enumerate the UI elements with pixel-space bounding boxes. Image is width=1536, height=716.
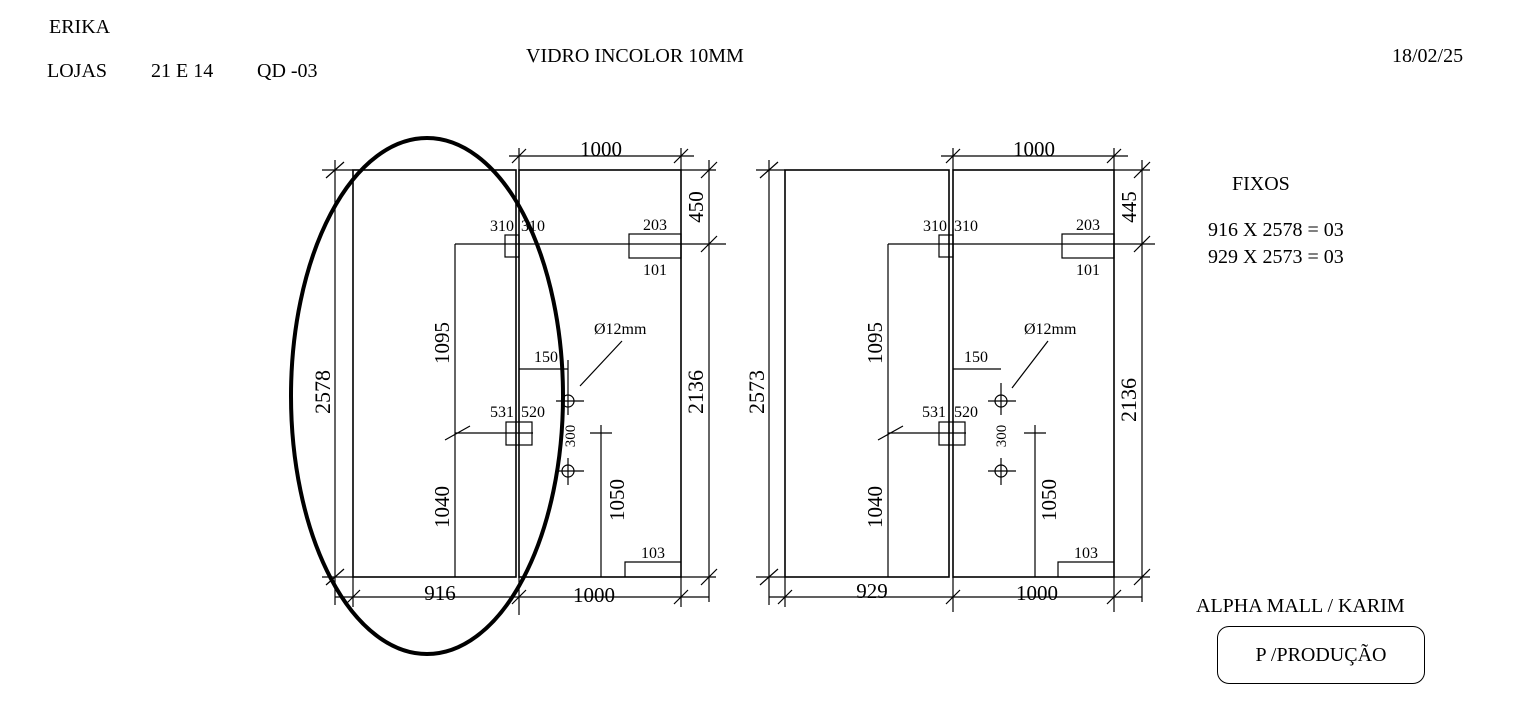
dim-door-width: 1000	[573, 583, 615, 607]
fixed-glass-outline	[784, 169, 950, 578]
dim-top-section: 450	[684, 191, 708, 223]
hinge-mid-right-label: 520	[521, 404, 545, 421]
dim-upper-leg: 1095	[863, 322, 887, 364]
dim-lower-leg: 1040	[863, 486, 887, 528]
mid-hinge	[938, 421, 966, 446]
location-label: ALPHA MALL / KARIM	[1196, 595, 1405, 617]
top-fitting	[1061, 233, 1115, 259]
dim-door-width: 1000	[1016, 581, 1058, 605]
highlight-ellipse	[289, 136, 565, 656]
dim-total-height: 2573	[744, 370, 769, 414]
door-glass-outline	[518, 169, 682, 578]
production-stamp-label: P /PRODUÇÃO	[1255, 643, 1387, 666]
dim-fixed-width: 916	[424, 581, 456, 605]
hole-spacing-label: 300	[563, 425, 579, 448]
dim-door-height: 2136	[683, 370, 708, 414]
fitting-bottom-label: 101	[643, 262, 667, 279]
quadro-label: QD -03	[257, 60, 318, 82]
hinge-top-left-label: 310	[490, 218, 514, 235]
production-stamp: P /PRODUÇÃO	[1217, 626, 1425, 684]
date: 18/02/25	[1392, 45, 1464, 67]
fitting-top-label: 203	[1076, 217, 1100, 234]
client-name: ERIKA	[49, 16, 111, 38]
dim-top-width: 1000	[580, 137, 622, 161]
door-glass-outline	[952, 169, 1115, 578]
top-fitting	[628, 233, 682, 259]
dim-lower-leg: 1040	[430, 486, 454, 528]
hole-diameter-label: Ø12mm	[1024, 321, 1077, 338]
dim-upper-leg: 1095	[430, 322, 454, 364]
bottom-fitting-label: 103	[1074, 545, 1098, 562]
panel-right-assembly: 2573 1000 445 2136 929 1000 1095	[744, 137, 1155, 612]
hole-spacing-label: 300	[994, 425, 1010, 448]
fixed-glass-outline	[352, 169, 517, 578]
fixed-panel-item: 929 X 2573 = 03	[1208, 246, 1344, 268]
hinge-mid-left-label: 531	[490, 404, 514, 421]
hinge-top-left-label: 310	[923, 218, 947, 235]
top-hinge	[504, 234, 520, 258]
hinge-top-right-label: 310	[954, 218, 978, 235]
fitting-top-label: 203	[643, 217, 667, 234]
dim-top-width: 1000	[1013, 137, 1055, 161]
hinge-mid-left-label: 531	[922, 404, 946, 421]
panel-left-assembly: 2578 1000 450 2136 916 1000 1095	[289, 136, 726, 656]
fixed-panels-title: FIXOS	[1232, 173, 1290, 195]
mid-hinge	[505, 421, 533, 446]
hinge-mid-right-label: 520	[954, 404, 978, 421]
dim-top-section: 445	[1117, 191, 1141, 223]
hole-diameter-label: Ø12mm	[594, 321, 647, 338]
hole-offset-label: 150	[964, 349, 988, 366]
dim-handle-height: 1050	[605, 479, 629, 521]
hole-offset-label: 150	[534, 349, 558, 366]
dim-total-height: 2578	[310, 370, 335, 414]
stores-label: LOJAS	[47, 60, 108, 82]
dim-handle-height: 1050	[1037, 479, 1061, 521]
dim-fixed-width: 929	[856, 579, 888, 603]
fixed-panel-item: 916 X 2578 = 03	[1208, 219, 1344, 241]
stores-value: 21 E 14	[151, 60, 214, 82]
glass-spec: VIDRO INCOLOR 10MM	[526, 45, 744, 67]
dim-door-height: 2136	[1116, 378, 1141, 422]
bottom-fitting-label: 103	[641, 545, 665, 562]
top-hinge	[938, 234, 954, 258]
fitting-bottom-label: 101	[1076, 262, 1100, 279]
